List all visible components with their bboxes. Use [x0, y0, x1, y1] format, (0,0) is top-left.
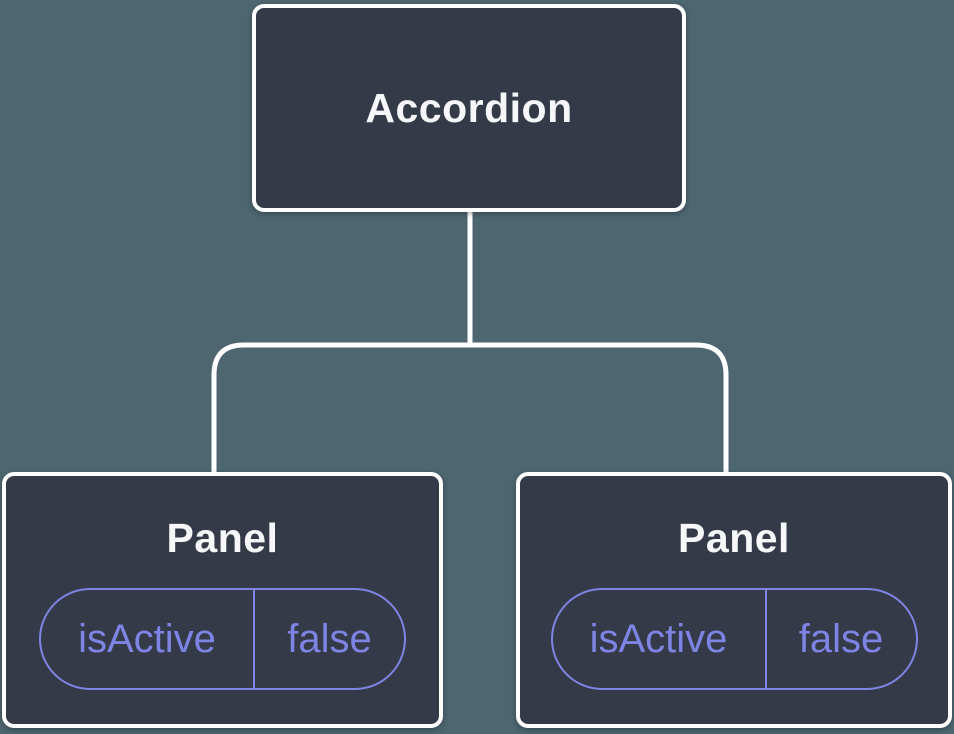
state-key: isActive	[589, 616, 728, 661]
node-label: Panel	[678, 515, 790, 561]
state-key: isActive	[78, 616, 216, 661]
node-label: Panel	[166, 515, 279, 561]
state-value: false	[764, 590, 916, 688]
tree-node-panel-left: Panel isActive false	[2, 472, 443, 728]
tree-node-panel-right: Panel isActive false	[516, 472, 952, 728]
connector-children-bracket	[211, 342, 729, 474]
state-value: false	[253, 590, 404, 688]
node-label: Accordion	[365, 85, 573, 131]
state-pill: isActive false	[550, 588, 918, 690]
state-pill: isActive false	[39, 588, 406, 690]
tree-node-accordion: Accordion	[252, 4, 686, 212]
